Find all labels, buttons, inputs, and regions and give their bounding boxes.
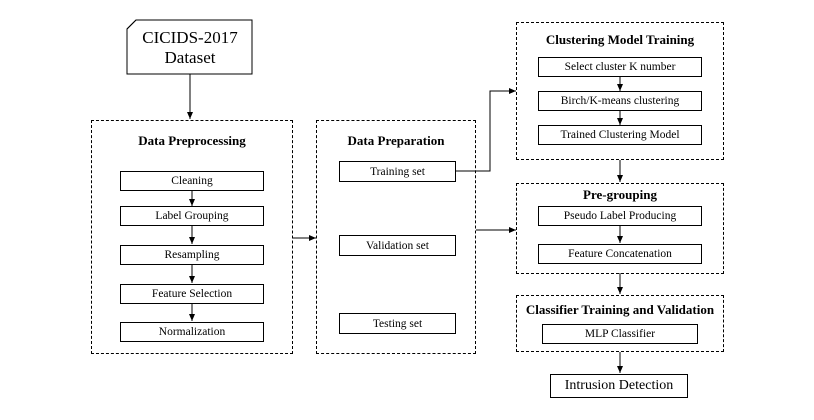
step-trained-clustering-model: Trained Clustering Model [538, 125, 702, 145]
preprocessing-title: Data Preprocessing [138, 133, 246, 148]
dataset-name: CICIDS-2017 [142, 28, 238, 47]
preparation-title: Data Preparation [347, 133, 445, 148]
dataset-caption: Dataset [164, 48, 216, 67]
clustering-title: Clustering Model Training [545, 32, 695, 47]
step-resampling: Resampling [120, 245, 264, 265]
mlp-classifier: MLP Classifier [542, 324, 698, 344]
clustering-group [516, 22, 724, 160]
step-feature-concatenation: Feature Concatenation [538, 244, 702, 264]
pregrouping-title: Pre-grouping [583, 187, 657, 202]
arrow-training-to-clustering [456, 88, 516, 172]
classifier-title: Classifier Training and Validation [525, 302, 715, 317]
pregrouping-group [516, 183, 724, 274]
step-label-grouping: Label Grouping [120, 206, 264, 226]
classifier-group [516, 295, 724, 352]
preprocessing-group [91, 120, 293, 354]
step-select-k: Select cluster K number [538, 57, 702, 77]
step-feature-selection: Feature Selection [120, 284, 264, 304]
step-pseudo-label: Pseudo Label Producing [538, 206, 702, 226]
validation-set: Validation set [339, 235, 456, 256]
step-cleaning: Cleaning [120, 171, 264, 191]
training-set: Training set [339, 161, 456, 182]
step-normalization: Normalization [120, 322, 264, 342]
intrusion-detection: Intrusion Detection [550, 374, 688, 398]
step-birch-kmeans: Birch/K-means clustering [538, 91, 702, 111]
dataset-label: CICIDS-2017 Dataset [128, 24, 252, 72]
testing-set: Testing set [339, 313, 456, 334]
preparation-group [316, 120, 476, 354]
